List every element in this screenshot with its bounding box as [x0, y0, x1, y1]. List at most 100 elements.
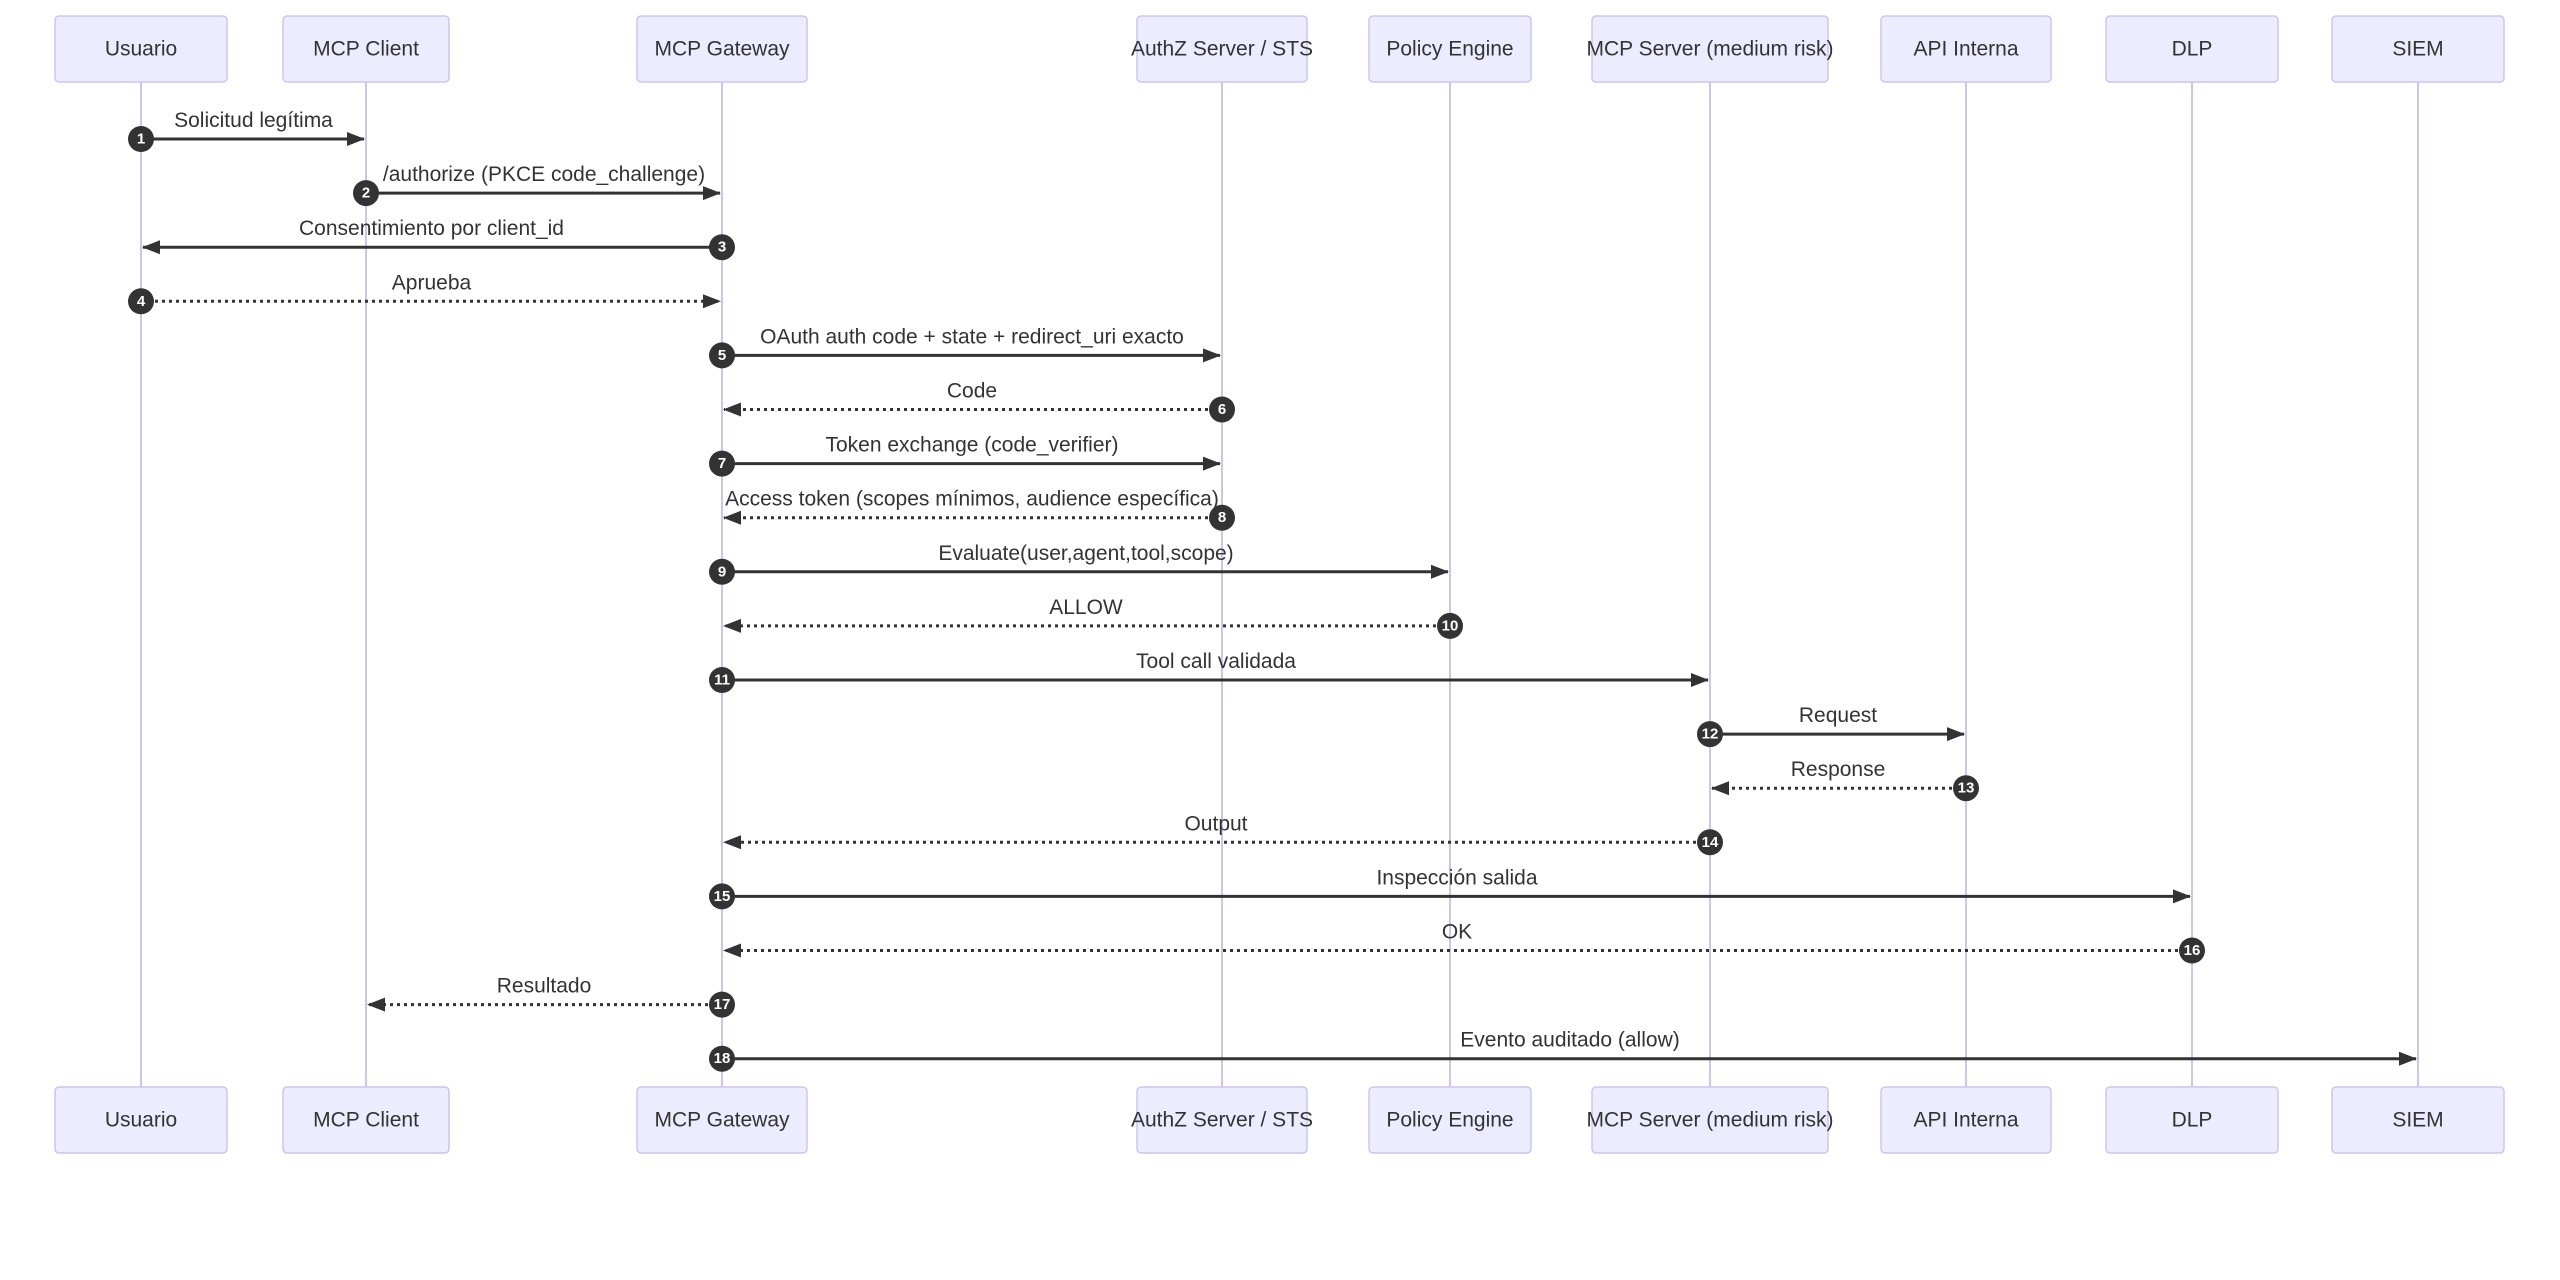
- actor-bottom-mcp-server-medium-risk: MCP Server (medium risk): [1587, 1086, 1834, 1154]
- actor-label: AuthZ Server / STS: [1131, 1109, 1313, 1132]
- actor-box: [282, 1086, 450, 1154]
- actor-label: MCP Gateway: [655, 1109, 790, 1132]
- actor-box: [1368, 15, 1532, 83]
- actor-label: API Interna: [1913, 1109, 2018, 1132]
- actor-label: MCP Gateway: [655, 38, 790, 61]
- sequence-number: 14: [1702, 834, 1719, 851]
- actor-box: [1591, 1086, 1829, 1154]
- actor-box: [2105, 15, 2279, 83]
- actor-top-mcp-client: MCP Client: [282, 15, 450, 83]
- actor-label: AuthZ Server / STS: [1131, 38, 1313, 61]
- message-label: Inspección salida: [1376, 866, 1537, 889]
- sequence-number: 6: [1218, 401, 1226, 418]
- sequence-number: 7: [718, 455, 726, 472]
- message-label: Output: [1184, 812, 1247, 835]
- actor-label: Policy Engine: [1386, 1109, 1513, 1132]
- sequence-number-circle: [353, 180, 379, 207]
- actor-box: [636, 15, 808, 83]
- message-label: OAuth auth code + state + redirect_uri e…: [760, 325, 1184, 348]
- actor-label: MCP Server (medium risk): [1587, 1109, 1834, 1132]
- sequence-number: 12: [1702, 726, 1719, 743]
- message-label: Tool call validada: [1136, 650, 1296, 673]
- actor-box: [282, 15, 450, 83]
- actor-top-dlp: DLP: [2105, 15, 2279, 83]
- message-label: OK: [1442, 921, 1472, 944]
- actor-box: [1880, 1086, 2052, 1154]
- sequence-number-circle: [709, 342, 735, 369]
- sequence-number: 2: [362, 185, 370, 202]
- message-18-evento-auditado-allow: Evento auditado (allow) 18: [709, 1029, 2417, 1072]
- message-13-response: Response 13: [1711, 758, 1979, 802]
- sequence-number: 18: [714, 1050, 731, 1067]
- sequence-number-circle: [709, 1045, 735, 1072]
- sequence-number: 1: [137, 131, 145, 148]
- message-label: Consentimiento por client_id: [299, 217, 564, 240]
- actor-label: SIEM: [2392, 38, 2443, 61]
- actor-box: [1880, 15, 2052, 83]
- message-label: /authorize (PKCE code_challenge): [383, 163, 705, 186]
- actor-label: Policy Engine: [1386, 38, 1513, 61]
- message-label: Evento auditado (allow): [1460, 1029, 1679, 1052]
- sequence-number: 17: [714, 996, 731, 1013]
- actor-label: Usuario: [105, 1109, 177, 1132]
- actor-label: API Interna: [1913, 38, 2018, 61]
- message-2-authorize-pkce-code-challenge: /authorize (PKCE code_challenge) 2: [353, 163, 721, 207]
- actor-box: [636, 1086, 808, 1154]
- message-label: Token exchange (code_verifier): [826, 434, 1119, 457]
- sequence-number: 13: [1958, 780, 1975, 797]
- sequence-number-circle: [1209, 504, 1235, 531]
- actor-box: [1136, 1086, 1308, 1154]
- message-label: Response: [1791, 758, 1886, 781]
- actor-top-authz-server-sts: AuthZ Server / STS: [1131, 15, 1313, 83]
- actor-top-siem: SIEM: [2331, 15, 2505, 83]
- message-label: Evaluate(user,agent,tool,scope): [938, 542, 1233, 565]
- sequence-number-circle: [128, 126, 154, 152]
- sequence-number-circle: [709, 667, 735, 693]
- actor-label: SIEM: [2392, 1109, 2443, 1132]
- actor-bottom-authz-server-sts: AuthZ Server / STS: [1131, 1086, 1313, 1154]
- actor-top-usuario: Usuario: [54, 15, 228, 83]
- message-11-tool-call-validada: Tool call validada 11: [709, 650, 1709, 693]
- actor-top-mcp-gateway: MCP Gateway: [636, 15, 808, 83]
- actor-label: Usuario: [105, 38, 177, 61]
- message-9-evaluate-user-agent-tool-scope: Evaluate(user,agent,tool,scope)9: [709, 542, 1449, 585]
- sequence-number-circle: [709, 991, 735, 1018]
- actor-label: DLP: [2172, 38, 2213, 61]
- actor-label: MCP Client: [313, 1109, 419, 1132]
- sequence-number-circle: [1953, 775, 1979, 802]
- actor-box: [2331, 1086, 2505, 1154]
- actor-top-mcp-server-medium-risk: MCP Server (medium risk): [1587, 15, 1834, 83]
- actor-label: MCP Client: [313, 38, 419, 61]
- sequence-number: 5: [718, 347, 726, 364]
- sequence-number: 8: [1218, 509, 1226, 526]
- actor-label: DLP: [2172, 1109, 2213, 1132]
- sequence-number-circle: [1437, 612, 1463, 639]
- message-label: Request: [1799, 704, 1877, 727]
- actor-label: MCP Server (medium risk): [1587, 38, 1834, 61]
- message-7-token-exchange-code-verifier: Token exchange (code_verifier) 7: [709, 434, 1221, 477]
- actor-box: [2105, 1086, 2279, 1154]
- actor-bottom-mcp-client: MCP Client: [282, 1086, 450, 1154]
- message-label: Access token (scopes mínimos, audience e…: [725, 488, 1219, 511]
- actor-top-policy-engine: Policy Engine: [1368, 15, 1532, 83]
- actor-box: [1368, 1086, 1532, 1154]
- message-16-ok: OK 16: [723, 921, 2205, 964]
- message-8-access-token-scopes-m-nimos-audience-esp: Access token (scopes mínimos, audience e…: [723, 488, 1235, 531]
- sequence-number: 11: [714, 672, 730, 689]
- actor-bottom-policy-engine: Policy Engine: [1368, 1086, 1532, 1154]
- actor-box: [54, 1086, 228, 1154]
- actor-bottom-dlp: DLP: [2105, 1086, 2279, 1154]
- message-3-consentimiento-por-client-id: Consentimiento por client_id3: [142, 217, 735, 261]
- sequence-number: 16: [2184, 942, 2201, 959]
- sequence-number-circle: [1697, 829, 1723, 856]
- message-label: Resultado: [497, 975, 592, 998]
- message-label: ALLOW: [1049, 596, 1123, 619]
- actor-bottom-usuario: Usuario: [54, 1086, 228, 1154]
- actor-bottom-api-interna: API Interna: [1880, 1086, 2052, 1154]
